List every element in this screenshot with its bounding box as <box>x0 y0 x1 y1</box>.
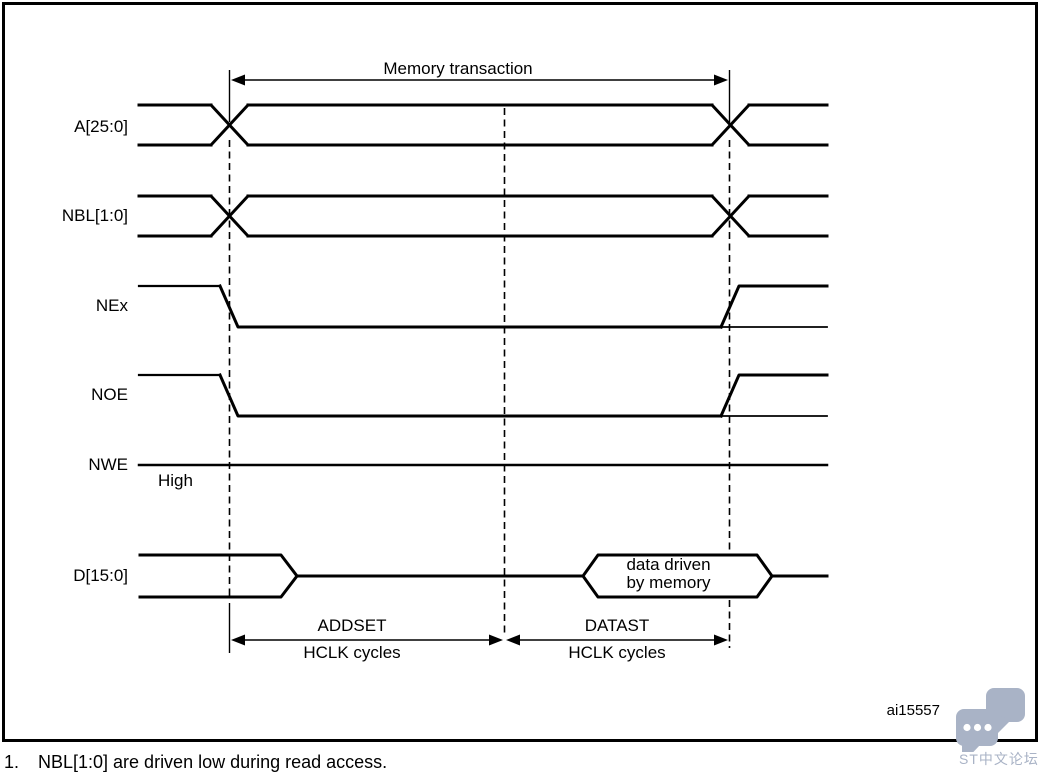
memory-transaction-arrow <box>231 74 728 86</box>
footnote: 1. NBL[1:0] are driven low during read a… <box>4 752 387 772</box>
back-bubble-tail <box>994 715 1012 737</box>
addset-arrow <box>231 634 503 646</box>
addset-name-label: ADDSET <box>317 616 387 635</box>
signal-label-nbl: NBL[1:0] <box>61 206 128 225</box>
data-driven-line2: by memory <box>626 573 711 592</box>
footnote-number: 1. <box>4 752 20 772</box>
data-driven-line1: data driven <box>626 555 711 574</box>
datast-unit-label: HCLK cycles <box>568 643 666 662</box>
figure-frame <box>2 2 1038 742</box>
front-bubble-tail <box>962 743 980 752</box>
datast-arrow <box>506 634 728 646</box>
signal-label-nex: NEx <box>95 296 128 315</box>
st-forum-logo-icon <box>956 688 1025 752</box>
addset-unit-label: HCLK cycles <box>303 643 401 662</box>
st-forum-watermark-text: ST中文论坛 <box>959 751 1039 767</box>
figure-id: ai15557 <box>886 702 940 719</box>
waveform-a-bus <box>137 103 829 147</box>
waveform-nex <box>137 284 829 329</box>
waveform-noe <box>137 373 829 418</box>
memory-transaction-label: Memory transaction <box>383 59 533 78</box>
signal-label-noe: NOE <box>91 385 128 404</box>
footnote-text: NBL[1:0] are driven low during read acce… <box>38 752 388 772</box>
datast-name-label: DATAST <box>584 616 650 635</box>
waveform-nbl-bus <box>137 194 829 238</box>
waveform-d-bus <box>138 553 829 599</box>
nwe-high-note: High <box>158 471 193 490</box>
signal-label-d: D[15:0] <box>73 566 128 585</box>
signal-label-nwe: NWE <box>88 455 128 474</box>
signal-label-a: A[25:0] <box>74 117 128 136</box>
